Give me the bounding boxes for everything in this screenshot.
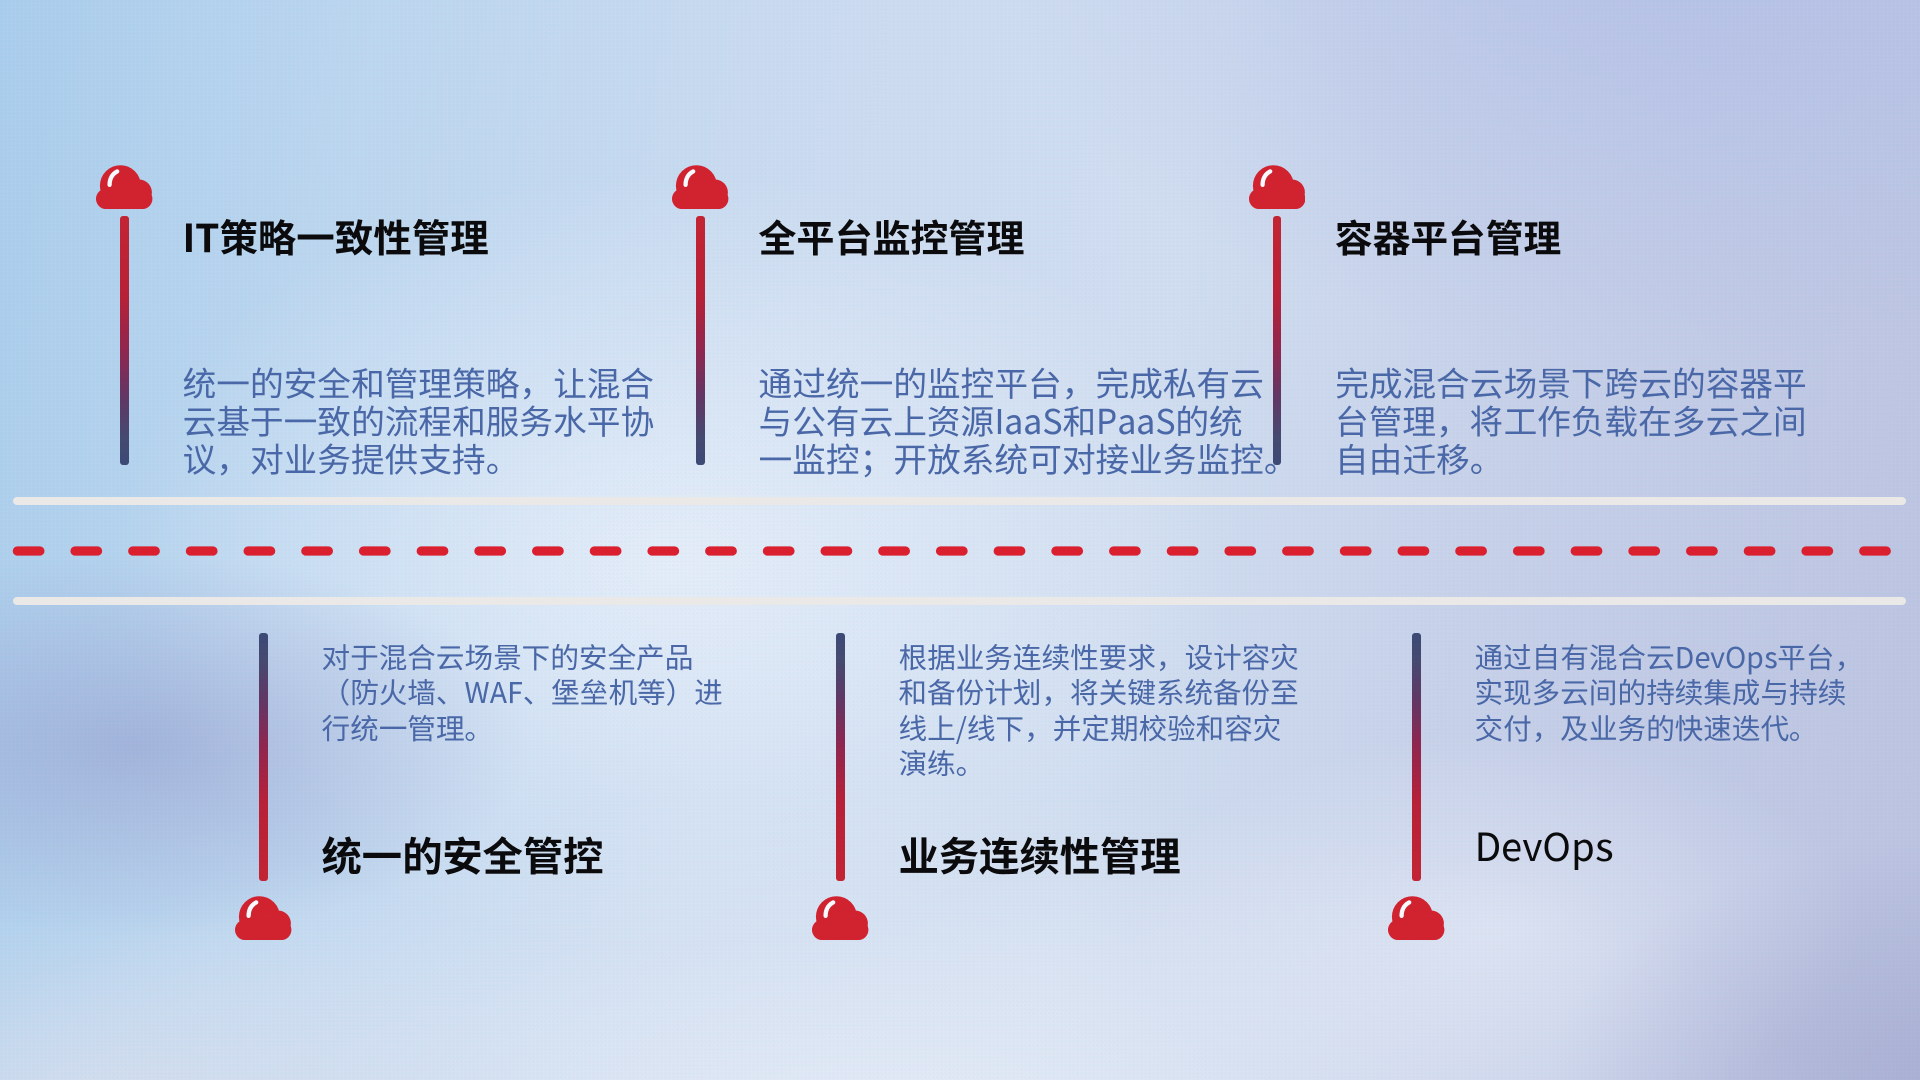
- timeline-stick: [120, 215, 129, 465]
- cloud-icon: [235, 895, 292, 940]
- feature-title: DevOps: [1474, 817, 1614, 874]
- timeline-stick: [259, 633, 268, 881]
- cloud-icon: [1388, 895, 1445, 940]
- feature-description: 根据业务连续性要求，设计容灾 和备份计划，将关键系统备份至 线上/线下，并定期校…: [898, 635, 1299, 784]
- feature-title: 统一的安全管控: [321, 823, 604, 883]
- timeline-stick: [696, 215, 705, 465]
- separator-line-top: [13, 497, 1906, 505]
- cloud-icon: [672, 164, 729, 209]
- timeline-stick: [1272, 215, 1282, 465]
- cloud-icon: [812, 895, 869, 940]
- timeline-stick: [836, 633, 845, 881]
- feature-description: 通过自有混合云DevOps平台， 实现多云间的持续集成与持续 交付，及业务的快速…: [1474, 635, 1864, 748]
- feature-title: 业务连续性管理: [898, 823, 1181, 883]
- feature-title: IT策略一致性管理: [182, 208, 489, 265]
- separator-line-bottom: [13, 597, 1906, 605]
- feature-description: 通过统一的监控平台，完成私有云 与公有云上资源IaaS和PaaS的统 一监控；开…: [758, 356, 1298, 482]
- feature-title: 全平台监控管理: [758, 208, 1025, 264]
- cloud-icon: [96, 164, 153, 209]
- feature-title: 容器平台管理: [1335, 208, 1562, 264]
- timeline-stick: [1412, 633, 1421, 881]
- feature-description: 统一的安全和管理策略，让混合 云基于一致的流程和服务水平协 议，对业务提供支持。: [182, 356, 655, 482]
- feature-description: 完成混合云场景下跨云的容器平 台管理，将工作负载在多云之间 自由迁移。: [1335, 356, 1807, 482]
- feature-description: 对于混合云场景下的安全产品 （防火墙、WAF、堡垒机等）进 行统一管理。: [321, 635, 723, 748]
- cloud-icon: [1248, 164, 1306, 209]
